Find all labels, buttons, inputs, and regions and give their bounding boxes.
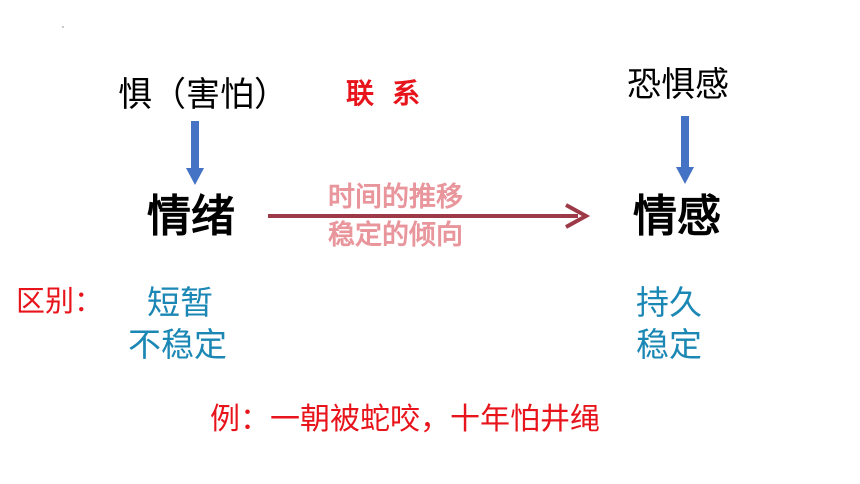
speck — [62, 26, 64, 28]
emotion-title: 情绪 — [147, 191, 235, 242]
right-down-arrow — [676, 116, 694, 184]
relation-char-1: 联 — [346, 77, 375, 110]
left-down-arrow — [186, 121, 204, 185]
emotion-trait-2: 不稳定 — [128, 325, 227, 364]
arrow-label-line-2: 稳定的倾向 — [328, 220, 463, 251]
relation-label: 联系 — [346, 80, 420, 108]
horizontal-arrow — [268, 203, 591, 229]
difference-label: 区别： — [16, 284, 104, 318]
arrow-label-line-1: 时间的推移 — [328, 182, 463, 213]
feeling-trait-2: 稳定 — [636, 325, 702, 364]
emotion-trait-1: 短暂 — [147, 283, 213, 322]
fear-label: 惧（害怕） — [118, 75, 288, 115]
relation-char-2: 系 — [392, 77, 421, 110]
example-sentence: 例：一朝被蛇咬，十年怕井绳 — [210, 402, 600, 437]
feeling-trait-1: 持久 — [636, 283, 702, 322]
feeling-title: 情感 — [633, 191, 721, 242]
fear-feeling-label: 恐惧感 — [627, 65, 729, 105]
